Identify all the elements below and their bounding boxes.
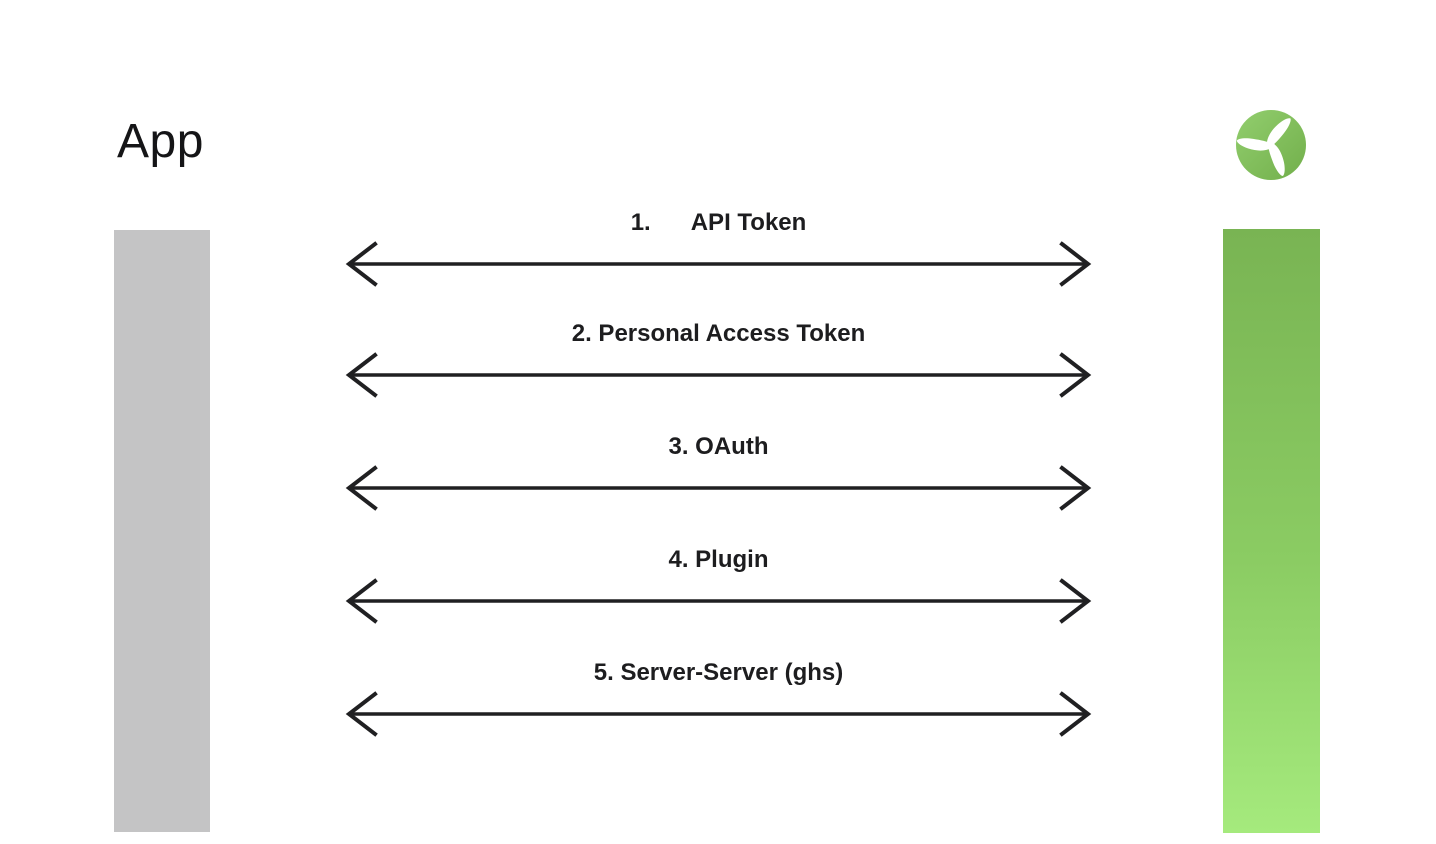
app-label: App xyxy=(117,115,204,168)
connection-label: 3. OAuth xyxy=(668,433,769,460)
double-headed-arrow xyxy=(345,241,1092,287)
double-headed-arrow xyxy=(345,352,1092,398)
app-lifeline-bar xyxy=(114,230,210,832)
double-headed-arrow xyxy=(345,691,1092,737)
double-headed-arrow xyxy=(345,465,1092,511)
connection-label: 1. API Token xyxy=(630,209,807,236)
double-headed-arrow xyxy=(345,578,1092,624)
connection-row-plugin: 4. Plugin xyxy=(344,545,1093,627)
connection-label: 5. Server-Server (ghs) xyxy=(593,659,844,686)
connection-label: 2. Personal Access Token xyxy=(571,320,866,347)
connection-row-oauth: 3. OAuth xyxy=(344,432,1093,514)
connection-label: 4. Plugin xyxy=(668,546,769,573)
connection-row-api-token: 1. API Token xyxy=(344,208,1093,290)
propeller-logo-icon xyxy=(1236,110,1306,180)
connection-row-personal-access-token: 2. Personal Access Token xyxy=(344,319,1093,401)
connection-row-server-server: 5. Server-Server (ghs) xyxy=(344,658,1093,740)
service-lifeline-bar xyxy=(1223,229,1320,833)
